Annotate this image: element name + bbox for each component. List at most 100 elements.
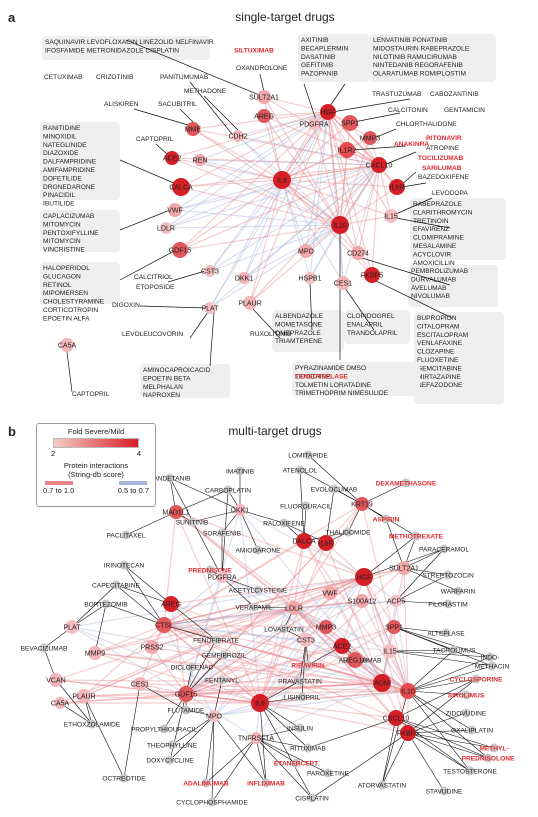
interaction-edge-b xyxy=(363,576,391,652)
drug-node-b xyxy=(483,753,493,763)
drug-target-link-a xyxy=(203,95,239,131)
gene-node-a xyxy=(232,130,244,142)
drug-label-b: INDO- xyxy=(481,655,500,662)
drug-target-link-b xyxy=(191,509,241,523)
gene-label-b: PRSS2 xyxy=(141,645,164,652)
interaction-edge-a xyxy=(327,111,341,226)
drug-node-b xyxy=(329,484,339,494)
gene-label-b: GDF15 xyxy=(175,692,198,699)
gene-node-b xyxy=(347,652,363,668)
drug-target-link-b xyxy=(239,509,285,524)
interaction-edge-b xyxy=(293,607,409,734)
interaction-edge-a xyxy=(237,135,380,166)
interaction-edge-a xyxy=(171,157,341,226)
drug-box-a xyxy=(140,364,230,398)
interaction-edge-b xyxy=(163,624,391,652)
interaction-edge-b xyxy=(293,600,363,609)
interaction-edge-b xyxy=(185,693,261,704)
drug-target-link-a xyxy=(259,73,265,93)
drug-label-a: ALISKIREN xyxy=(104,101,139,108)
drug-node-b xyxy=(295,676,305,686)
interaction-edge-b xyxy=(151,646,409,692)
drug-node-b xyxy=(111,580,121,590)
interaction-edge-b xyxy=(163,624,383,684)
interaction-edge-b xyxy=(293,607,409,692)
interaction-edge-b xyxy=(255,682,383,739)
drug-label-b: ALTEPLASE xyxy=(427,631,465,638)
interaction-edge-b xyxy=(94,624,165,654)
interaction-edge-a xyxy=(199,159,341,226)
interaction-edge-a xyxy=(192,128,283,181)
gene-label-b: AREG xyxy=(161,602,181,609)
drug-node-b xyxy=(279,624,289,634)
drug-label-a: CHLORTHALIDONE xyxy=(396,121,457,128)
drug-node-b xyxy=(303,743,313,753)
interaction-edge-b xyxy=(185,600,363,695)
interaction-edge-a xyxy=(339,137,371,226)
drug-label-b: EVOLOCUMAB xyxy=(311,487,358,494)
interaction-edge-b xyxy=(293,607,397,719)
gene-node-b xyxy=(178,686,194,702)
drug-target-link-b xyxy=(393,626,493,667)
drug-target-link-a xyxy=(401,182,427,188)
drug-label-a-highlight: ANAKINRA xyxy=(394,141,429,148)
interaction-edge-a xyxy=(209,224,341,309)
drug-target-link-b xyxy=(169,715,215,761)
drug-label-a: OXANDROLONE xyxy=(236,65,288,72)
interaction-edge-a xyxy=(180,111,329,188)
gene-label-a: MMP3 xyxy=(360,136,380,143)
drug-label-b-highlight: ADALIMUMAB xyxy=(183,781,229,788)
interaction-edge-a xyxy=(209,164,380,309)
gene-node-b xyxy=(169,505,183,519)
interaction-edge-b xyxy=(185,693,261,704)
drug-label-a: NEFAZODONE xyxy=(417,382,463,389)
gene-node-a xyxy=(160,222,172,234)
drug-label-b-highlight: SIROLIMUS xyxy=(448,693,485,700)
gene-node-b xyxy=(250,732,262,744)
drug-label-b: BEVACIZUMAB xyxy=(21,646,68,653)
legend-low-label: 0.5 to 0.7 xyxy=(117,486,149,495)
drug-label-a: NAPROXEN xyxy=(143,392,180,399)
drug-node-b xyxy=(253,585,263,595)
gene-label-b: PLAT xyxy=(64,625,82,632)
interaction-edge-b xyxy=(259,607,295,704)
drug-node-b xyxy=(303,450,313,460)
drug-target-link-b xyxy=(407,690,489,759)
gene-node-a xyxy=(339,142,355,158)
drug-node-b xyxy=(119,560,129,570)
drug-label-b: VANDETANIB xyxy=(149,476,191,483)
interaction-edge-b xyxy=(259,639,307,704)
interaction-edge-b xyxy=(259,702,409,734)
drug-label-a: TRIAMTERENE xyxy=(275,338,323,345)
drug-box-a xyxy=(408,265,498,307)
interaction-edge-b xyxy=(221,576,409,692)
gene-label-a: HGF xyxy=(321,110,336,117)
drug-label-b: PACLITAXEL xyxy=(107,533,146,540)
drug-target-link-a xyxy=(167,270,206,283)
drug-label-a: ENALAPRIL xyxy=(347,321,384,328)
gene-label-b: SPP1 xyxy=(385,625,403,632)
drug-label-a: VENLAFAXINE xyxy=(417,340,463,347)
gene-label-b: PLAUR xyxy=(72,694,95,701)
drug-label-b-highlight: PREDNISONE xyxy=(188,568,232,575)
gene-node-a xyxy=(308,118,320,130)
drug-label-b: INSULIN xyxy=(287,726,313,733)
drug-label-b-highlight: METHOTREXATE xyxy=(389,534,444,541)
gene-label-a: IL6 xyxy=(277,178,287,185)
drug-target-link-b xyxy=(255,737,329,774)
drug-target-link-b xyxy=(115,584,172,605)
interaction-edge-a xyxy=(179,179,283,251)
drug-target-link-b xyxy=(205,715,215,784)
interaction-edge-b xyxy=(55,576,365,681)
drug-label-b: FLUTAMIDE xyxy=(168,708,205,715)
drug-target-link-b xyxy=(125,511,177,536)
drug-node-b xyxy=(485,652,495,662)
drug-target-link-b xyxy=(381,690,409,786)
panel-a-title: single-target drugs xyxy=(235,10,335,24)
interaction-edge-b xyxy=(94,576,365,654)
drug-target-link-b xyxy=(407,665,493,692)
drug-node-b xyxy=(167,740,177,750)
gene-node-b xyxy=(299,633,313,647)
drug-label-a: CLOMIPRAMINE xyxy=(413,235,465,242)
interaction-edge-b xyxy=(163,624,383,684)
